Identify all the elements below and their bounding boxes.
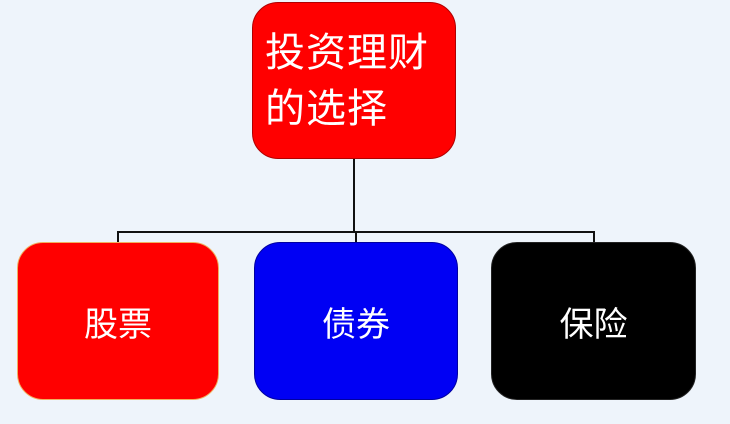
child-node-insurance: 保险 [491, 242, 696, 400]
child-node-bonds: 债券 [254, 242, 458, 400]
root-node-label: 投资理财 的选择 [265, 25, 429, 137]
child-node-label: 债券 [322, 304, 390, 345]
child-node-label: 保险 [559, 304, 628, 345]
connector-to-insurance [593, 231, 595, 243]
child-node-stocks: 股票 [17, 242, 219, 400]
child-node-label: 股票 [84, 304, 152, 345]
root-label-line2: 的选择 [265, 85, 388, 132]
root-label-line1: 投资理财 [265, 29, 429, 76]
connector-root-vertical [353, 159, 355, 232]
connector-to-bonds [355, 231, 357, 243]
root-node-investment-choices: 投资理财 的选择 [252, 2, 456, 159]
connector-to-stocks [117, 231, 119, 243]
